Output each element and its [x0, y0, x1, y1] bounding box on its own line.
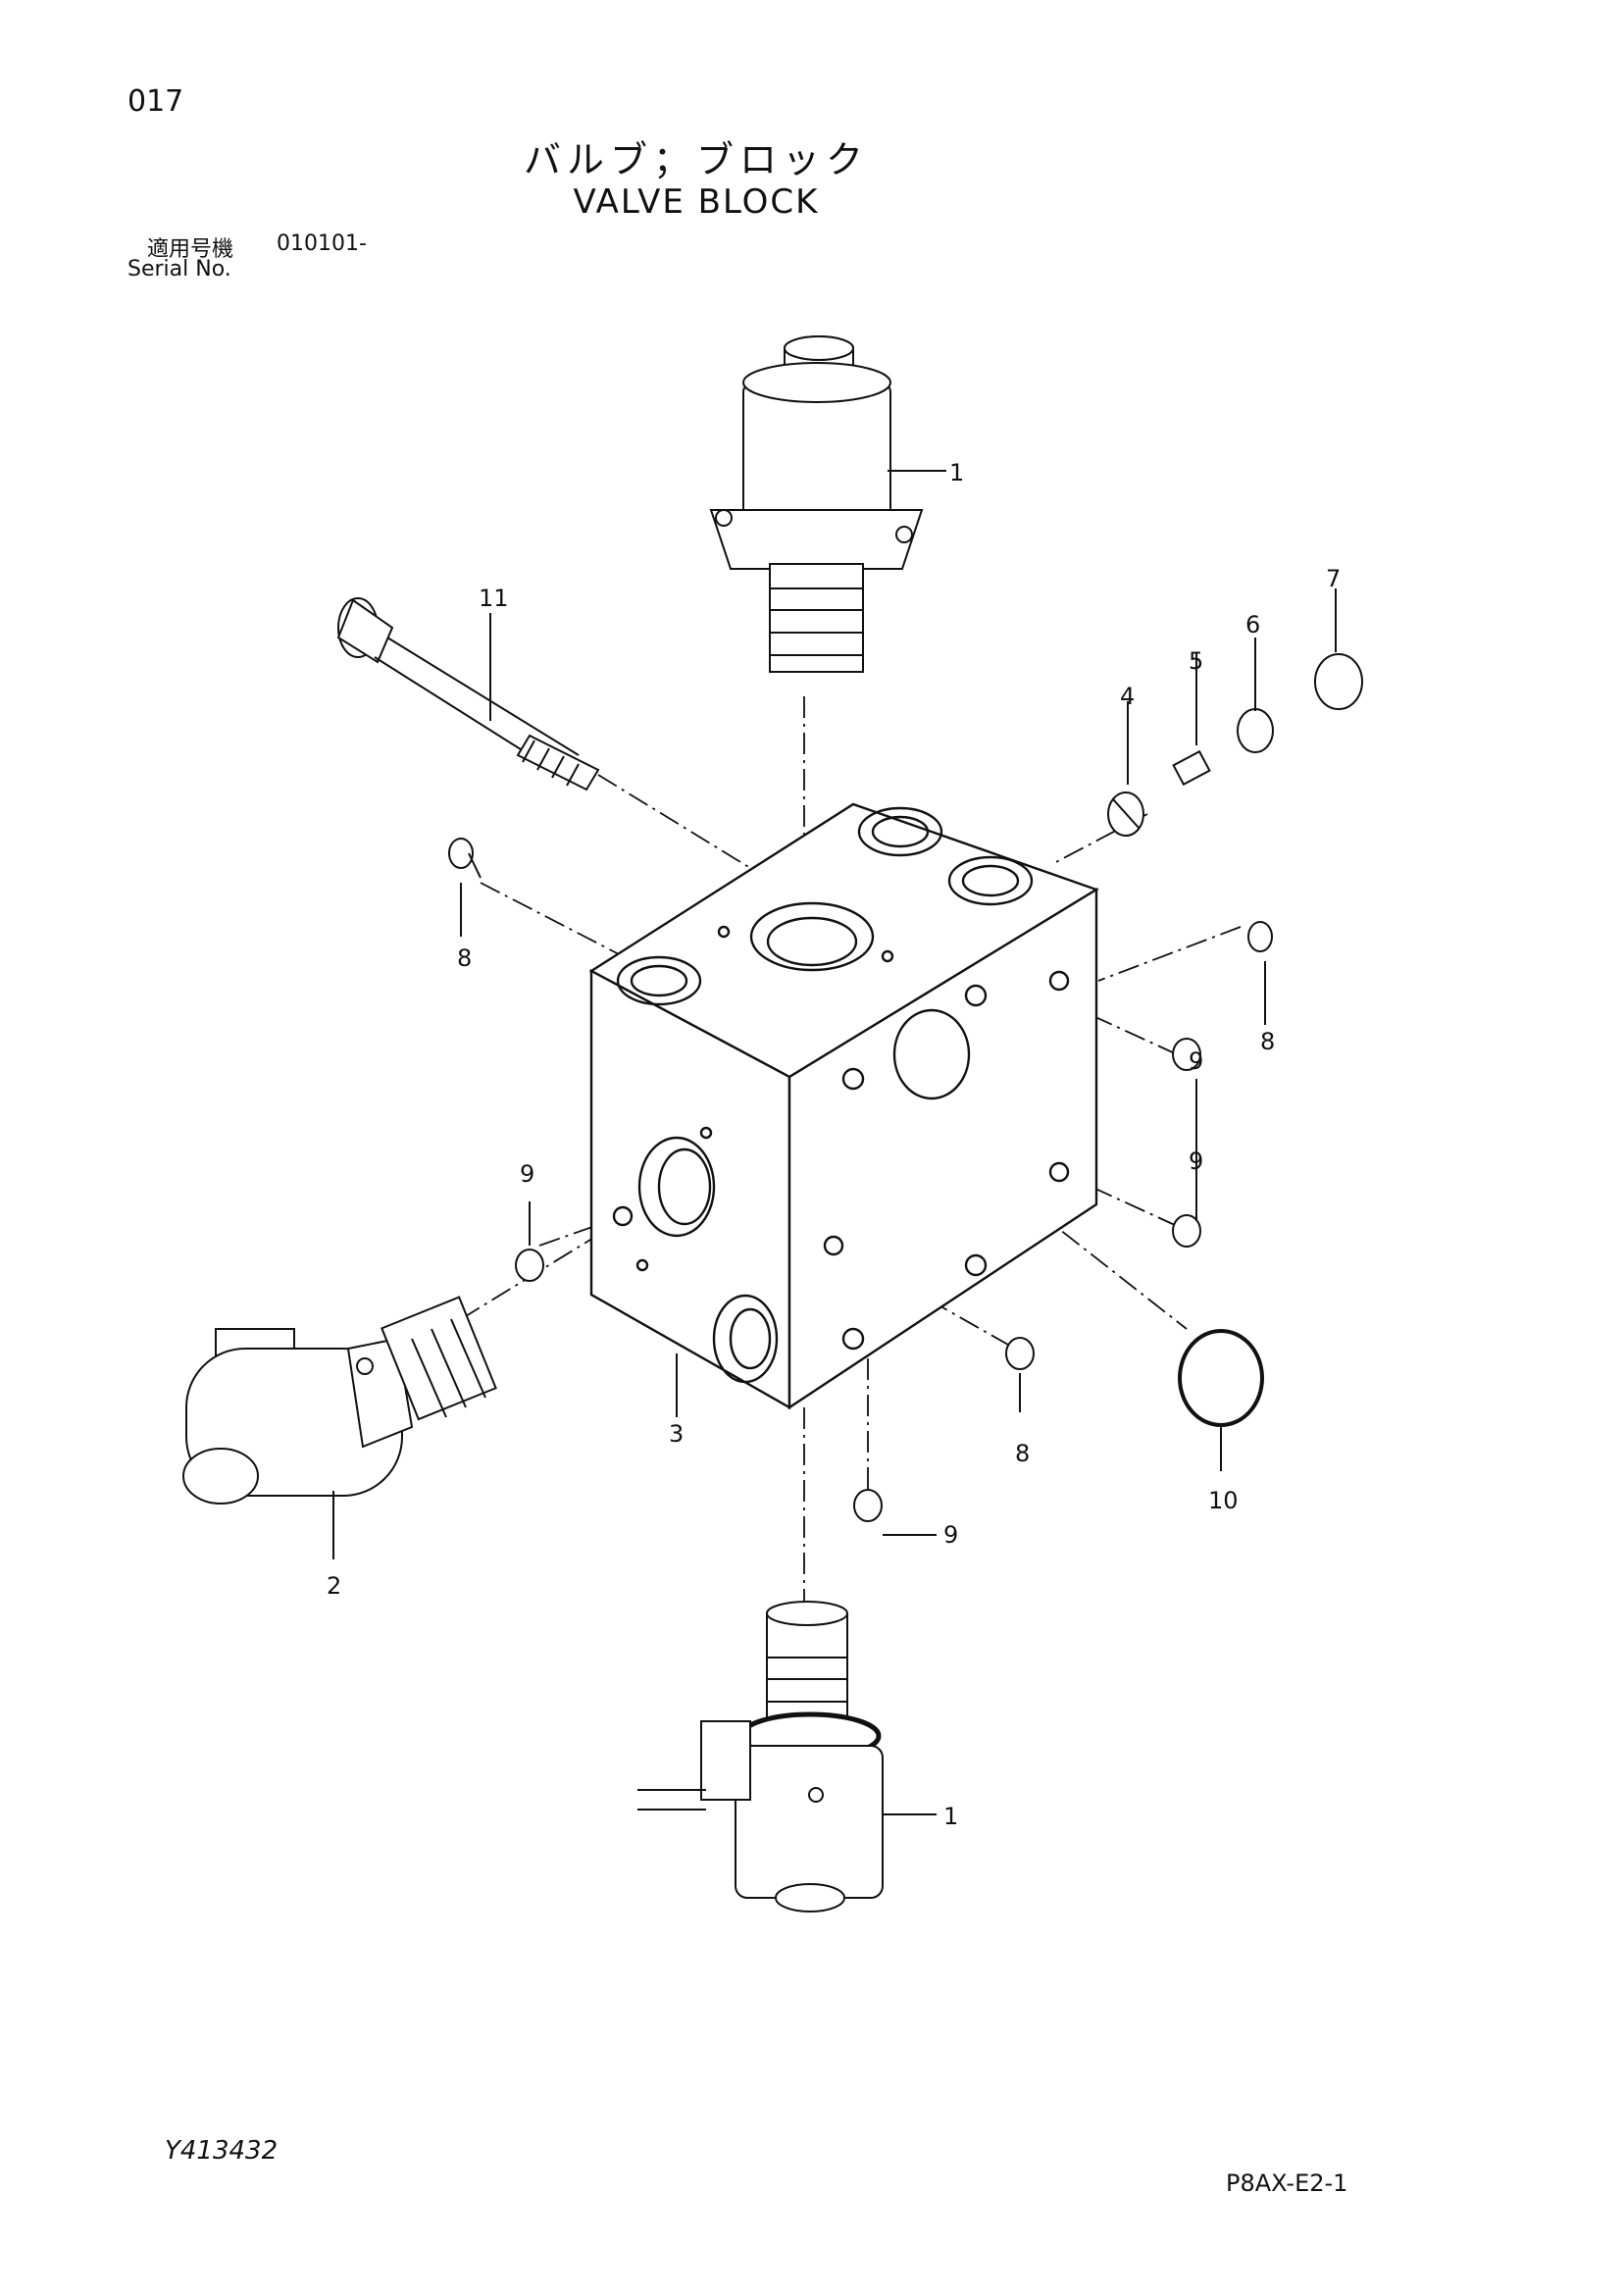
- page-code: P8AX-E2-1: [1226, 2169, 1348, 2197]
- serial-label-japanese: 適用号機: [147, 237, 234, 262]
- callout-label: 6: [1245, 611, 1260, 638]
- callout-label: 9: [1189, 1047, 1203, 1075]
- callout-label: 3: [669, 1420, 684, 1448]
- figure-code: Y413432: [165, 2136, 279, 2166]
- bottom-solenoid-valve: [637, 1601, 937, 1913]
- page-number: 017: [127, 84, 184, 119]
- callout-label: 8: [1015, 1440, 1030, 1467]
- callout-label: 1: [949, 459, 964, 486]
- callout-label: 5: [1189, 647, 1203, 675]
- callout-label: 9: [1189, 1148, 1203, 1175]
- callout-label: 9: [520, 1160, 534, 1188]
- top-solenoid-valve: [709, 335, 946, 673]
- valve-block-body: [588, 802, 1099, 1410]
- serial-range: 010101-: [277, 231, 367, 256]
- left-solenoid-valve: [182, 1296, 497, 1559]
- callout-label: 11: [479, 585, 509, 612]
- callout-label: 8: [457, 944, 472, 972]
- callout-label: 8: [1260, 1028, 1275, 1055]
- plug-stack: [1107, 588, 1363, 837]
- bolt: [336, 597, 600, 791]
- callout-label: 7: [1326, 565, 1341, 592]
- serial-label-english: Serial No.: [127, 257, 231, 281]
- callout-label: 2: [327, 1572, 341, 1600]
- o-ring: [1178, 1329, 1264, 1471]
- callout-label: 4: [1120, 683, 1135, 710]
- title-english: VALVE BLOCK: [573, 182, 820, 222]
- screws: [448, 838, 1273, 1536]
- callout-label: 10: [1208, 1487, 1239, 1514]
- callout-label: 9: [943, 1521, 958, 1549]
- callout-labels: 1 11 7 6 5 4 8 8 9 9 9 3 8 10 9 2 1: [327, 459, 1341, 1830]
- callout-label: 1: [943, 1803, 958, 1830]
- title-japanese: バルブ；ブロック: [523, 138, 869, 181]
